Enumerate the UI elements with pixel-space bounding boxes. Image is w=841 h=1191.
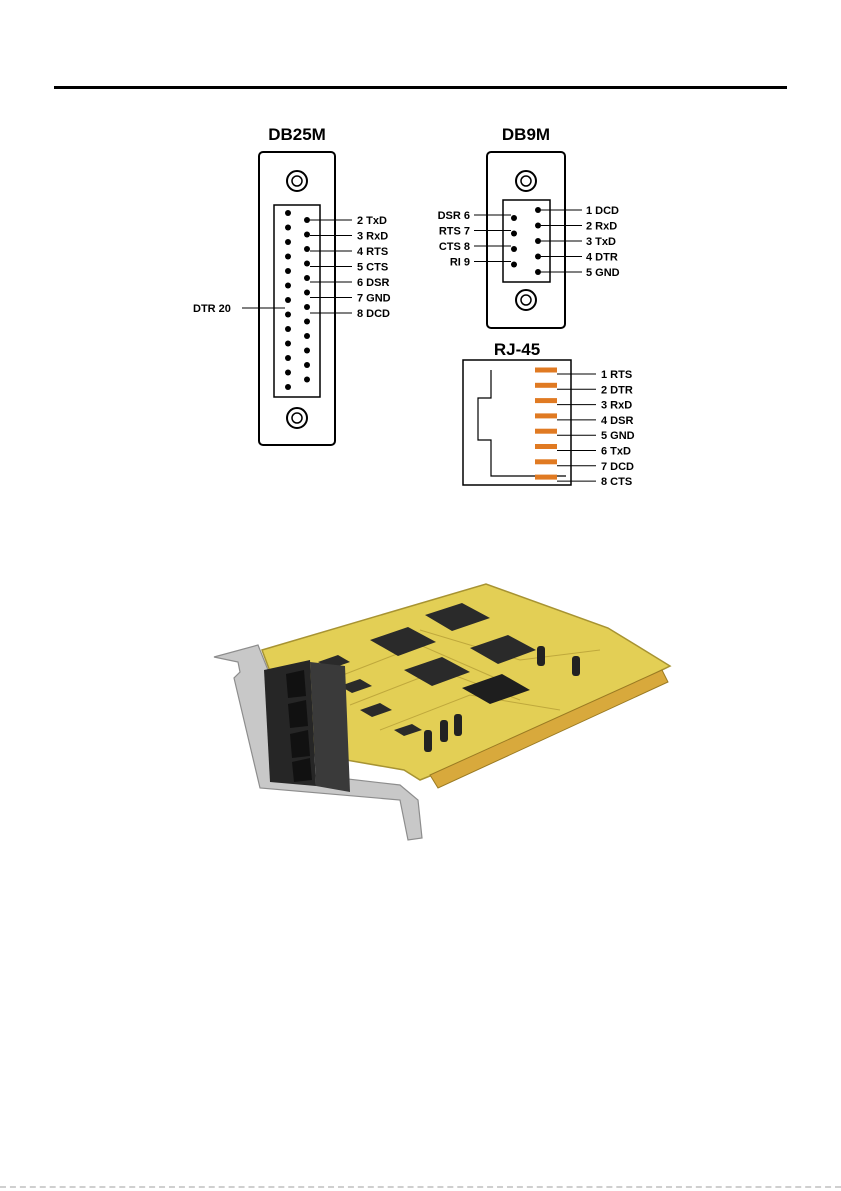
db9-pin-label: 4 DTR: [586, 252, 618, 264]
db9-pin-label: RTS 7: [439, 226, 470, 238]
db25-pin: [304, 290, 310, 296]
db25-pin: [285, 341, 291, 347]
db9-title: DB9M: [502, 125, 550, 144]
rj45-pin-label: 2 DTR: [601, 384, 633, 396]
rj45-contact: [535, 444, 557, 449]
db25-pin: [304, 246, 310, 252]
db25-pin: [304, 348, 310, 354]
db25-pin: [285, 268, 291, 274]
db25-pin-label: 6 DSR: [357, 277, 389, 289]
db9-pin: [511, 215, 517, 221]
rj45-pin-label: 8 CTS: [601, 476, 632, 488]
rj45-outline: [463, 360, 571, 485]
db9-pin: [511, 246, 517, 252]
db9-outline: [487, 152, 565, 328]
db25-pin-label: 2 TxD: [357, 215, 387, 227]
db9-pin: [535, 223, 541, 229]
db25-pin: [304, 362, 310, 368]
rj45-pin-label: 5 GND: [601, 430, 635, 442]
db25-pin-label: 5 CTS: [357, 262, 388, 274]
db9-pin: [535, 207, 541, 213]
db9-pin-label: DSR 6: [438, 210, 470, 222]
footer-rule: [0, 1186, 841, 1190]
db25-pin: [285, 210, 291, 216]
db25-pin: [285, 312, 291, 318]
db9-pin-label: RI 9: [450, 257, 470, 269]
rj45-contact: [535, 429, 557, 434]
db25-pin: [285, 297, 291, 303]
db25-pin: [285, 370, 291, 376]
rj45-contact: [535, 368, 557, 373]
db9-pin: [535, 254, 541, 260]
db9-pin: [511, 262, 517, 268]
rj45-contact: [535, 459, 557, 464]
db9-pin-label: 5 GND: [586, 267, 620, 279]
db9-pin: [535, 269, 541, 275]
rj45-contact: [535, 383, 557, 388]
rj45-contact: [535, 398, 557, 403]
rj45-pin-label: 1 RTS: [601, 369, 632, 381]
rj45-pin-label: 3 RxD: [601, 400, 632, 412]
card-rj45-ports: [264, 660, 350, 792]
db25-pin: [285, 326, 291, 332]
rj45-pin-label: 4 DSR: [601, 415, 633, 427]
db9-pin-label: 1 DCD: [586, 205, 619, 217]
db25-pin: [285, 283, 291, 289]
db25-pin-label: 4 RTS: [357, 246, 388, 258]
db25-pin: [304, 333, 310, 339]
db25-pin-label: 8 DCD: [357, 308, 390, 320]
db25-pin: [285, 239, 291, 245]
db9-pin: [511, 231, 517, 237]
pci-card-illustration: [0, 570, 841, 890]
db25-title: DB25M: [268, 125, 326, 144]
rj45-pin-label: 6 TxD: [601, 446, 631, 458]
pinout-diagram: DB25M 2 TxD 3 RxD 4 RTS 5 CTS 6 DSR 7 GND 8 DC…: [0, 0, 841, 500]
db9-pin-label: 3 TxD: [586, 236, 616, 248]
db9-pin-label: CTS 8: [439, 241, 470, 253]
db25-pin: [304, 232, 310, 238]
rj45-contact: [535, 413, 557, 418]
db25-pin: [304, 304, 310, 310]
db25-pin: [285, 355, 291, 361]
db9-pin: [535, 238, 541, 244]
db25-pin: [285, 225, 291, 231]
db25-pin: [304, 275, 310, 281]
rj45-contact: [535, 475, 557, 480]
db25-outline: [259, 152, 335, 445]
db25-dtr-label: DTR 20: [193, 303, 231, 315]
rj45-pin-label: 7 DCD: [601, 461, 634, 473]
db25-pin: [285, 254, 291, 260]
db25-pin: [285, 384, 291, 390]
db25-pin: [304, 377, 310, 383]
rj45-title: RJ-45: [494, 340, 540, 359]
db25-pin: [304, 217, 310, 223]
db9-pin-label: 2 RxD: [586, 221, 617, 233]
db25-pin-label: 7 GND: [357, 293, 391, 305]
db25-pin-label: 3 RxD: [357, 231, 388, 243]
db25-pin: [304, 261, 310, 267]
db25-pin: [304, 319, 310, 325]
